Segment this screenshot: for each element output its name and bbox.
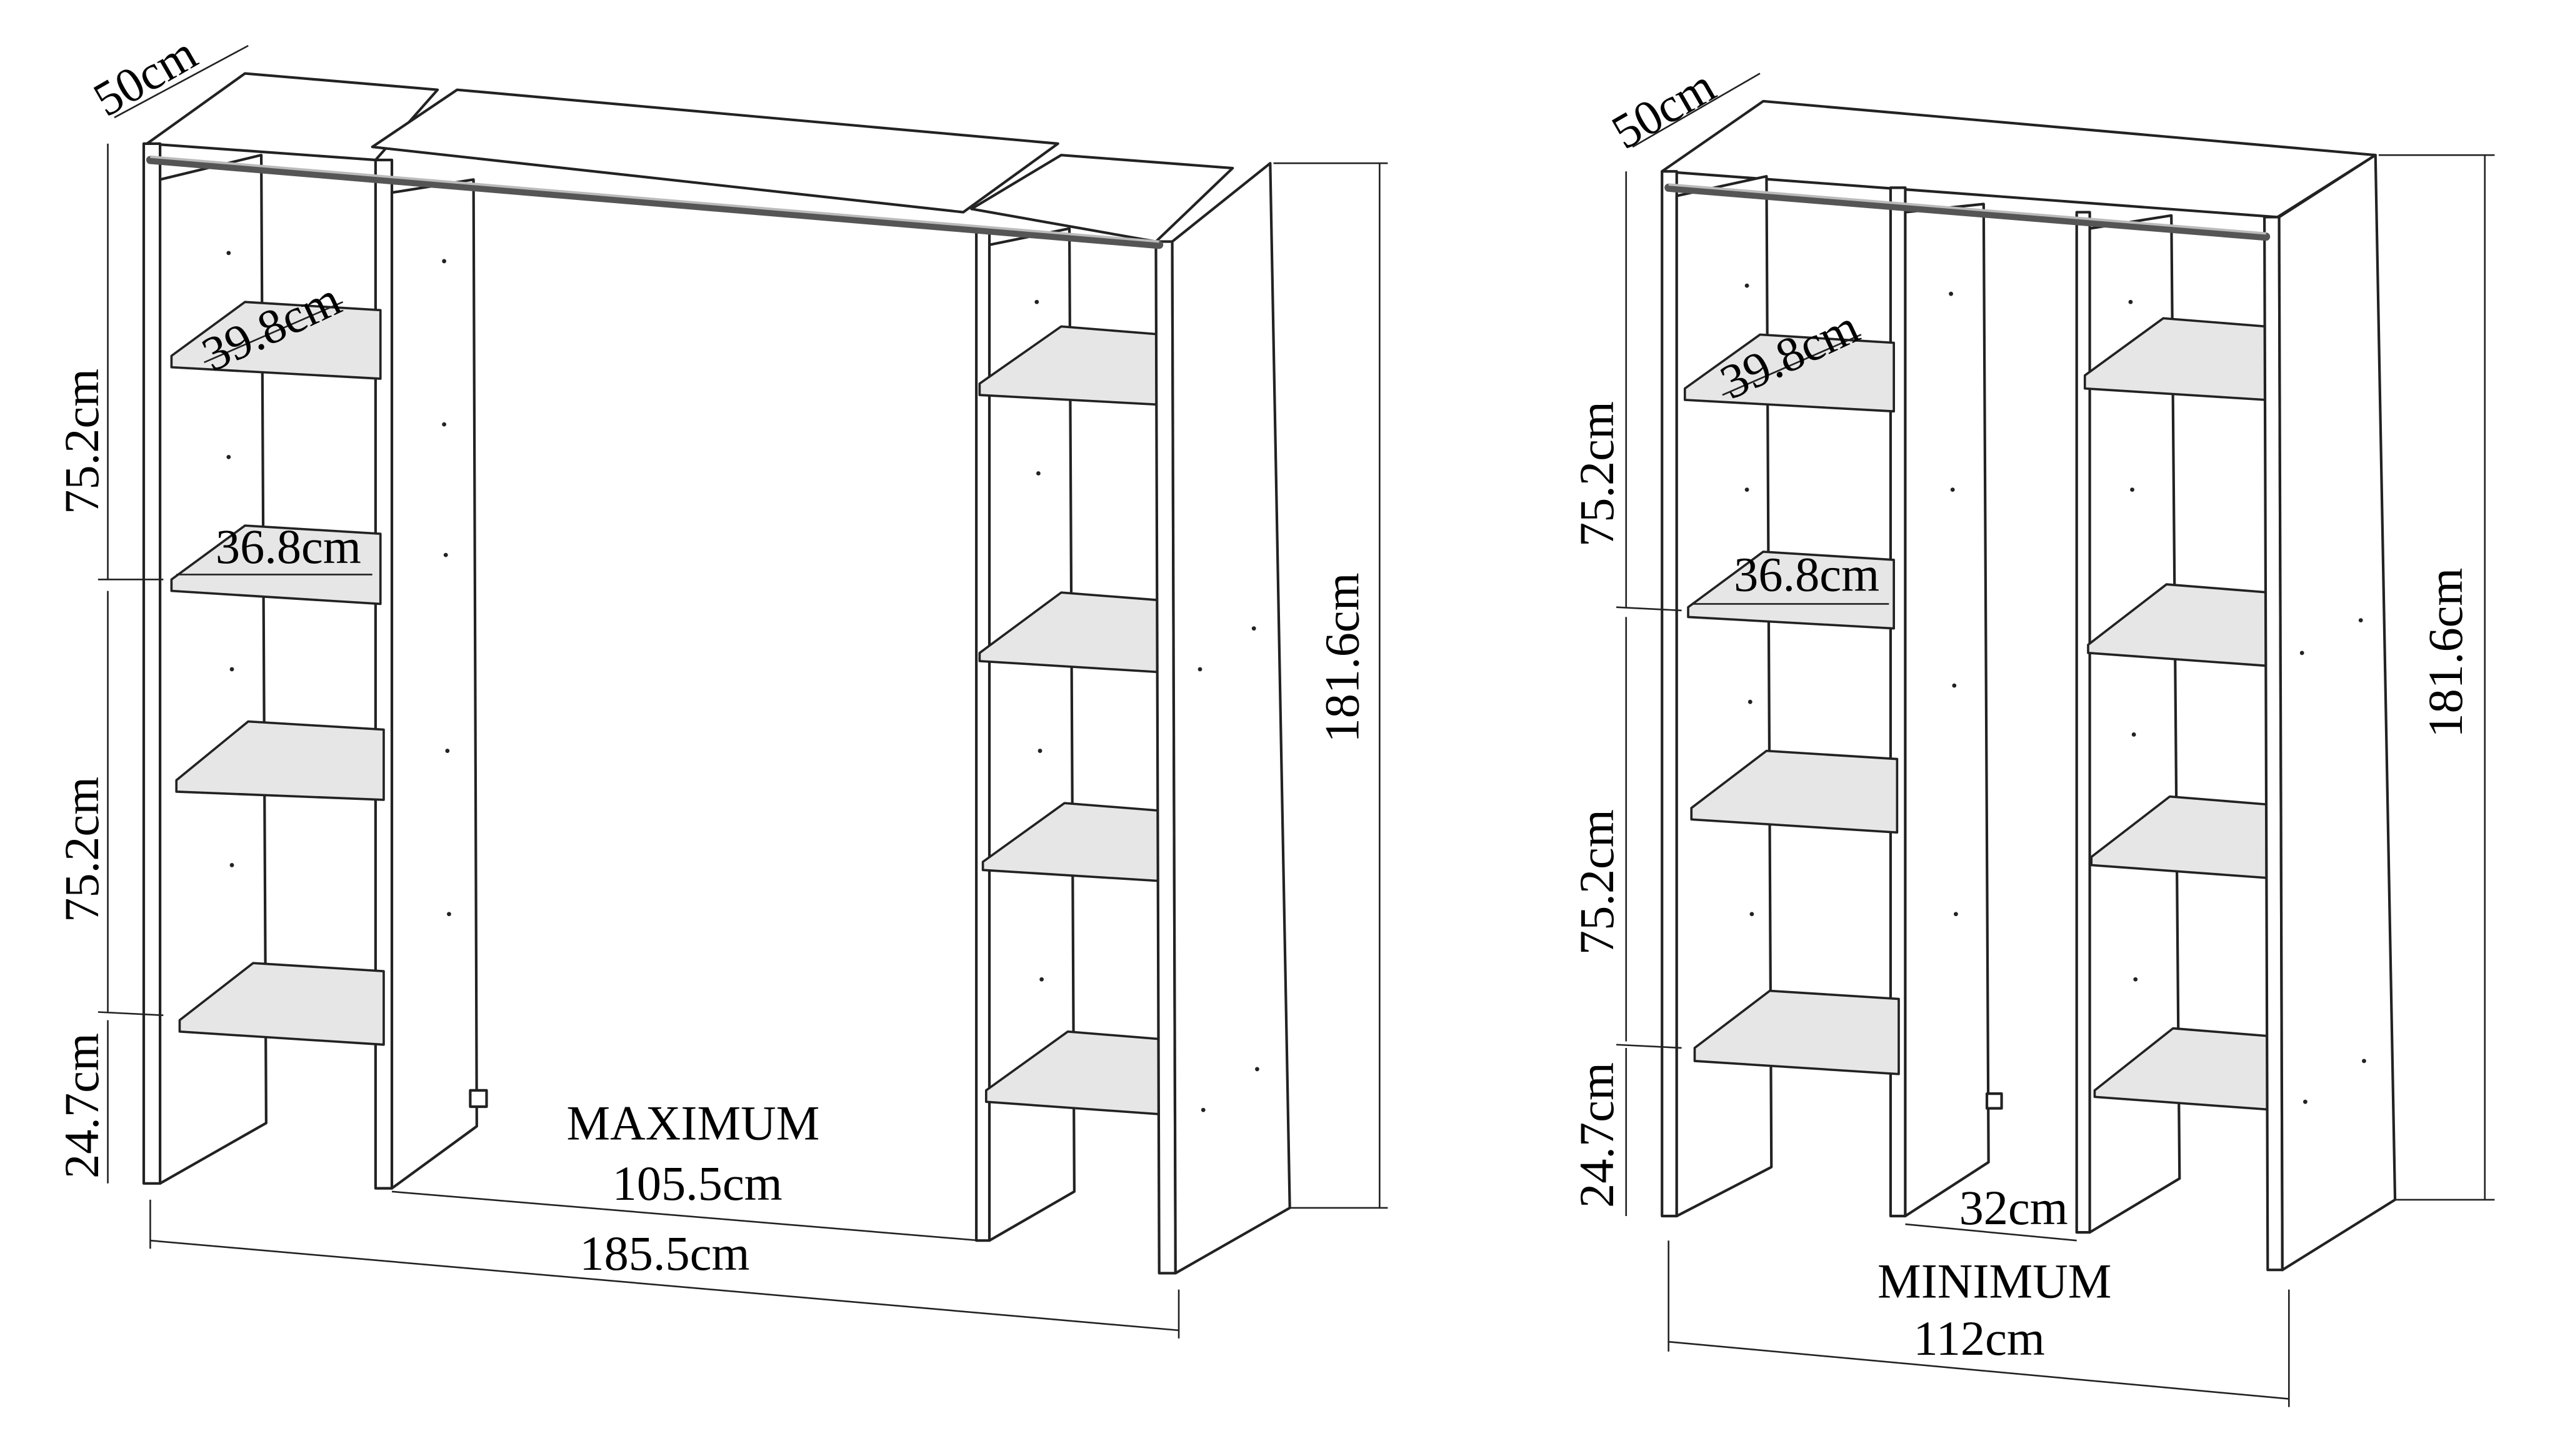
shelf [1687,551,1895,630]
gap-width-label: 105.5cm [612,1156,782,1210]
shelf-depth-label: 36.8cm [1734,547,1879,602]
hanging-rail [1664,183,2271,241]
rail-bracket [1985,1092,2003,1110]
total-width-label: 112cm [1913,1311,2044,1365]
hanging-rail [146,156,1164,249]
gap-width-label: 32cm [1959,1180,2068,1235]
shelf-pin-holes [1744,283,2366,1104]
rail-bracket [469,1089,488,1109]
middle-height-label: 75.2cm [1569,809,1624,955]
left-column-depth [1904,202,1990,1218]
right-side-depth [2278,154,2397,1272]
right-column-panel [2075,211,2091,1234]
shelf [170,524,382,606]
shelf-depth-label: 36.8cm [216,519,361,574]
total-height-label: 181.6cm [1314,572,1369,742]
left-column-depth [390,178,478,1190]
shelf-pin-holes [226,251,1259,1112]
bottom-height-label: 24.7cm [1569,1062,1624,1208]
shelf [1693,989,1900,1075]
top-board-middle [371,88,1059,214]
shelf [1683,333,1895,413]
shelf [178,962,385,1046]
top-board-left [146,72,439,162]
upper-height-label: 75.2cm [1569,401,1624,547]
configuration-label: MAXIMUM [567,1095,820,1150]
minimum-configuration: 50cm 39.8cm 36.8cm 75.2cm 75.2cm 24.7cm … [1569,58,2495,1407]
middle-height-label: 75.2cm [54,777,109,922]
right-column-back [2088,214,2181,1234]
left-side-panel [1661,170,1678,1218]
bottom-height-label: 24.7cm [54,1033,109,1179]
dimension-lines [1616,72,2495,1407]
left-side-depth [1675,175,1773,1218]
left-side-panel [142,142,162,1185]
upper-height-label: 75.2cm [54,369,109,514]
configuration-label: MINIMUM [1878,1254,2111,1309]
total-height-label: 181.6cm [2418,568,2472,738]
total-width-label: 185.5cm [579,1226,749,1280]
maximum-configuration: 50cm 39.8cm 36.8cm 75.2cm 75.2cm 24.7cm … [54,25,1388,1339]
right-side-depth [1171,162,1291,1275]
depth-label: 50cm [84,25,206,126]
dimension-lines [98,44,1388,1339]
shelf [170,301,382,380]
shelf [175,720,385,801]
top-board-right [970,154,1234,243]
shelf [1690,749,1899,834]
